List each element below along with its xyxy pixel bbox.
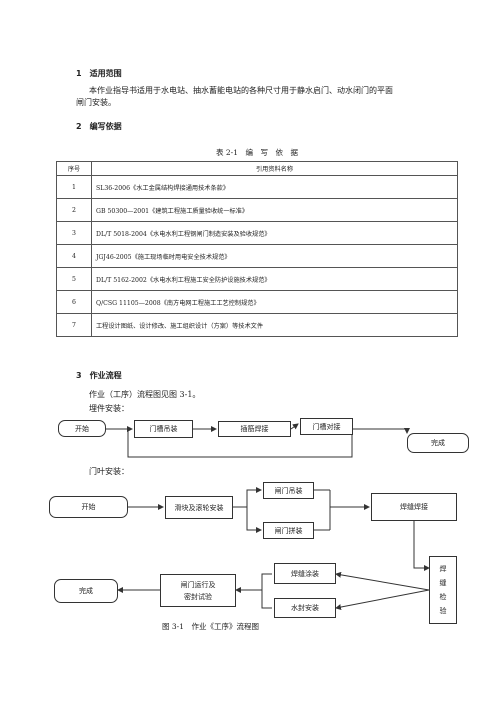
section-3-title: 3 作业流程 — [76, 371, 122, 380]
table-caption: 表 2-1 编 写 依 据 — [216, 148, 298, 157]
flow2-slider-install: 滑块及滚轮安装 — [165, 496, 233, 519]
flow2-weld-inspect: 焊 缝 检 验 — [429, 556, 457, 624]
row-number: 1 — [56, 175, 92, 199]
figure-caption: 图 3-1 作业《工序》流程图 — [162, 622, 259, 631]
test-line-2: 密封试验 — [184, 592, 212, 601]
weld-inspect-char: 缝 — [439, 579, 447, 587]
flow1-slot-align: 门槽对接 — [300, 418, 353, 435]
row-reference: DL/T 5162-2002《水电水利工程施工安全防护设施技术规范》 — [91, 267, 458, 291]
section-3-body: 作业（工序）流程图见图 3-1。 — [89, 390, 201, 399]
leaf-install-label: 门叶安装： — [89, 467, 129, 476]
weld-inspect-char: 焊 — [439, 565, 447, 573]
flow2-start: 开始 — [49, 496, 128, 518]
flow1-rebar-weld: 插筋焊接 — [218, 421, 291, 437]
test-line-1: 闸门运行及 — [180, 580, 216, 589]
section-1-body-line2: 闸门安装。 — [76, 98, 116, 107]
flow2-seam-weld: 焊缝焊接 — [371, 493, 457, 521]
flow2-operation-test: 闸门运行及 密封试验 — [160, 574, 236, 607]
embed-install-label: 埋件安装： — [89, 404, 129, 413]
flow1-start: 开始 — [58, 420, 106, 437]
flow2-water-seal: 水封安装 — [274, 598, 336, 618]
row-number: 6 — [56, 290, 92, 314]
flow2-gate-splice: 闸门拼装 — [263, 522, 314, 539]
section-1-body-line1: 本作业指导书适用于水电站、抽水蓄能电站的各种尺寸用于静水启门、动水闭门的平面 — [89, 86, 393, 95]
row-reference: JGJ46-2005《施工现场临时用电安全技术规范》 — [91, 244, 458, 268]
section-2-title: 2 编写依据 — [76, 122, 122, 131]
weld-inspect-char: 检 — [439, 593, 447, 601]
flow2-gate-lift: 闸门吊装 — [263, 482, 314, 499]
flow2-done: 完成 — [54, 579, 118, 603]
row-reference: 工程设计图纸、设计修改、施工组织设计（方案）等技术文件 — [91, 313, 458, 337]
flow1-slot-lift: 门槽吊装 — [134, 420, 193, 438]
row-number: 3 — [56, 221, 92, 245]
section-1-title: 1 适用范围 — [76, 69, 122, 78]
weld-inspect-char: 验 — [439, 607, 447, 615]
flow1-done: 完成 — [407, 433, 469, 453]
row-number: 4 — [56, 244, 92, 268]
flow2-seam-coat: 焊缝涂装 — [274, 563, 336, 584]
